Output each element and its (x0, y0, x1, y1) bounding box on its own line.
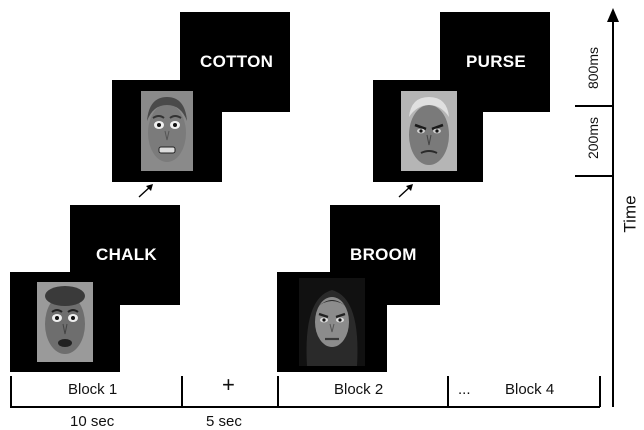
face-duration-label: 200ms (585, 116, 602, 160)
block2-word-2: PURSE (466, 52, 527, 71)
block2-label: Block 2 (334, 381, 384, 398)
angry-face-female-photo (299, 278, 365, 366)
angry-face-male-photo (401, 91, 457, 171)
block1-label: Block 1 (68, 381, 118, 398)
block1-sequence-arrow (138, 184, 153, 198)
fixation-cross: + (222, 372, 235, 397)
block2-word-1: BROOM (350, 245, 417, 264)
block2-sequence-arrow (398, 184, 413, 198)
time-axis-label: Time (620, 195, 640, 233)
word-duration-label: 800ms (585, 46, 602, 90)
timeline-line (10, 406, 600, 408)
timeline-tick-block1-end (181, 376, 183, 407)
block2-face-screen-2 (373, 80, 483, 182)
time-axis-tick-top (575, 105, 613, 107)
block1-face-screen-2 (112, 80, 222, 182)
ellipsis-label: ... (458, 381, 471, 398)
fear-face-male-photo (37, 282, 93, 362)
fear-face-female-photo (141, 91, 193, 171)
block1-face-screen-1 (10, 272, 120, 372)
time-axis-arrowhead (607, 8, 619, 22)
block2-face-screen-1 (277, 272, 387, 372)
block-duration-label: 10 sec (70, 413, 115, 430)
time-axis-line (612, 20, 614, 407)
timeline-tick-block2-end (447, 376, 449, 407)
time-axis-tick-bottom (575, 175, 613, 177)
timeline-tick-end (599, 376, 601, 407)
block1-word-1: CHALK (96, 245, 157, 264)
fixation-duration-label: 5 sec (206, 413, 242, 430)
block4-label: Block 4 (505, 381, 555, 398)
timeline-tick-start (10, 376, 12, 407)
timeline-tick-block2-start (277, 376, 279, 407)
block1-word-2: COTTON (200, 52, 274, 71)
